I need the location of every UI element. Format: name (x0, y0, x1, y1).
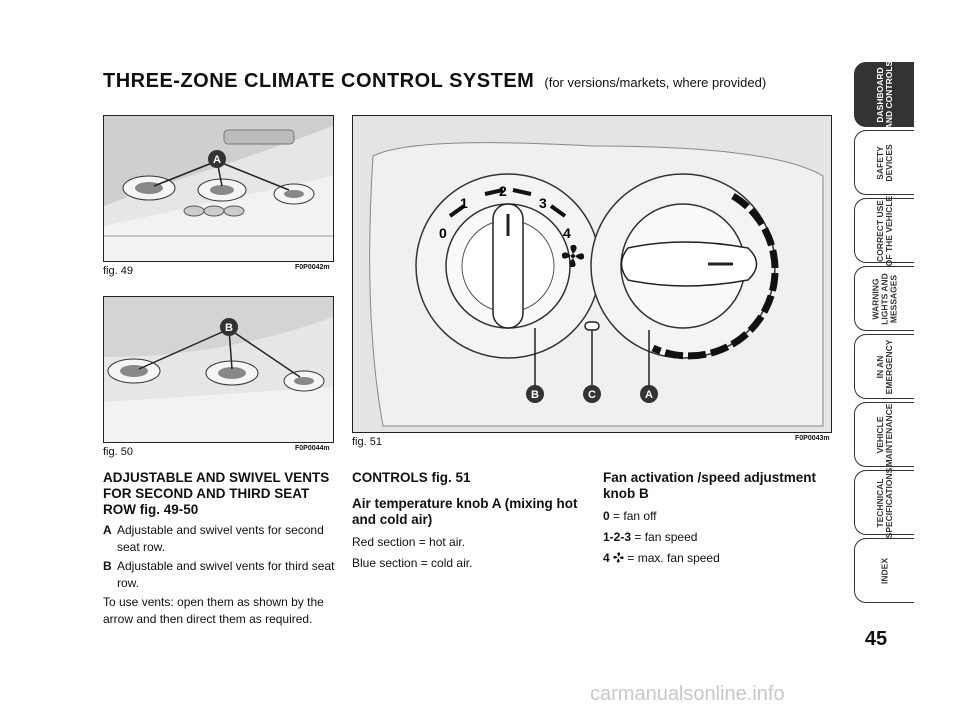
fan-key: 4 (603, 551, 610, 565)
dial-number-3: 3 (539, 195, 547, 211)
fig49-code: F0P0042m (295, 264, 330, 271)
figure-50-illustration: B (104, 297, 333, 442)
item-key: B (103, 559, 112, 573)
fan-row-2: 4 = max. fan speed (603, 550, 833, 567)
tab-correct-use[interactable]: CORRECT USE OF THE VEHICLE (854, 195, 914, 266)
fig51-label-c: C (588, 389, 596, 401)
column-vents: ADJUSTABLE AND SWIVEL VENTS FOR SECOND A… (103, 470, 335, 632)
item-text: Adjustable and swivel vents for third se… (117, 559, 335, 590)
figure-49-illustration: A (104, 116, 333, 261)
fan-key: 1-2-3 (603, 530, 632, 544)
figure-50: B (103, 296, 334, 443)
dial-number-4: 4 (563, 225, 571, 241)
temp-knob-heading: Air temperature knob A (mixing hot and c… (352, 496, 578, 527)
tab-label: IN AN EMERGENCY (874, 339, 894, 394)
figure-51: 0 1 2 3 4 B C A (352, 115, 832, 433)
page-number: 45 (864, 628, 888, 650)
figure-49: A (103, 115, 334, 262)
fig49-caption: fig. 49 (103, 265, 133, 277)
fan-row-0: 0 = fan off (603, 508, 833, 525)
fig51-label-b: B (531, 389, 539, 401)
fig51-code: F0P0043m (795, 435, 830, 442)
tab-label: VEHICLE MAINTENANCE (874, 403, 894, 466)
title-subtitle: (for versions/markets, where provided) (544, 75, 767, 90)
hot-air-line: Red section = hot air. (352, 535, 466, 549)
fan-text: = fan speed (634, 530, 698, 544)
column-controls: CONTROLS fig. 51 Air temperature knob A … (352, 470, 582, 576)
figure-51-illustration: 0 1 2 3 4 B C A (369, 142, 824, 427)
vents-note: To use vents: open them as shown by the … (103, 595, 324, 626)
fig51-caption: fig. 51 (352, 436, 382, 448)
fig50-caption: fig. 50 (103, 446, 133, 458)
tab-label: SAFETY DEVICES (874, 143, 894, 182)
dial-number-2: 2 (499, 183, 507, 199)
dial-number-0: 0 (439, 225, 447, 241)
list-item: A Adjustable and swivel vents for second… (103, 522, 335, 556)
tab-technical-specifications[interactable]: TECHNICAL SPECIFICATIONS (854, 467, 914, 538)
tab-vehicle-maintenance[interactable]: VEHICLE MAINTENANCE (854, 402, 914, 467)
fan-text: = max. fan speed (627, 551, 720, 565)
fan-knob-heading: Fan activation /speed adjustment knob B (603, 470, 817, 501)
fig50-label-b: B (225, 322, 233, 334)
vents-heading: ADJUSTABLE AND SWIVEL VENTS FOR SECOND A… (103, 470, 330, 517)
fig49-label-a: A (213, 154, 221, 166)
tab-dashboard-and-controls[interactable]: DASHBOARD AND CONTROLS (854, 60, 914, 129)
tab-label: INDEX (879, 557, 889, 584)
tab-label: WARNING LIGHTS AND MESSAGES (870, 272, 898, 325)
fan-icon (561, 244, 585, 268)
tab-in-an-emergency[interactable]: IN AN EMERGENCY (854, 334, 914, 399)
fig50-code: F0P0044m (295, 445, 330, 452)
controls-heading: CONTROLS fig. 51 (352, 470, 471, 485)
tab-index[interactable]: INDEX (854, 538, 914, 603)
fan-icon (613, 552, 624, 563)
tab-label: CORRECT USE OF THE VEHICLE (874, 195, 894, 266)
cold-air-line: Blue section = cold air. (352, 556, 473, 570)
title-main: THREE-ZONE CLIMATE CONTROL SYSTEM (103, 70, 535, 92)
fig51-label-a: A (645, 389, 653, 401)
fan-row-1: 1-2-3 = fan speed (603, 529, 833, 546)
fan-text: = fan off (613, 509, 657, 523)
tab-warning-lights[interactable]: WARNING LIGHTS AND MESSAGES (854, 266, 914, 331)
watermark: carmanualsonline.info (590, 683, 785, 705)
dial-number-1: 1 (460, 195, 468, 211)
list-item: B Adjustable and swivel vents for third … (103, 558, 335, 592)
tab-label: DASHBOARD AND CONTROLS (874, 60, 894, 129)
chapter-tabs: DASHBOARD AND CONTROLS SAFETY DEVICES CO… (854, 60, 914, 606)
item-key: A (103, 523, 112, 537)
tab-label: TECHNICAL SPECIFICATIONS (874, 467, 894, 538)
page-title: THREE-ZONE CLIMATE CONTROL SYSTEM (for v… (103, 70, 766, 93)
item-text: Adjustable and swivel vents for second s… (117, 523, 324, 554)
column-fan: Fan activation /speed adjustment knob B … (603, 470, 833, 571)
fan-key: 0 (603, 509, 610, 523)
tab-safety-devices[interactable]: SAFETY DEVICES (854, 130, 914, 195)
